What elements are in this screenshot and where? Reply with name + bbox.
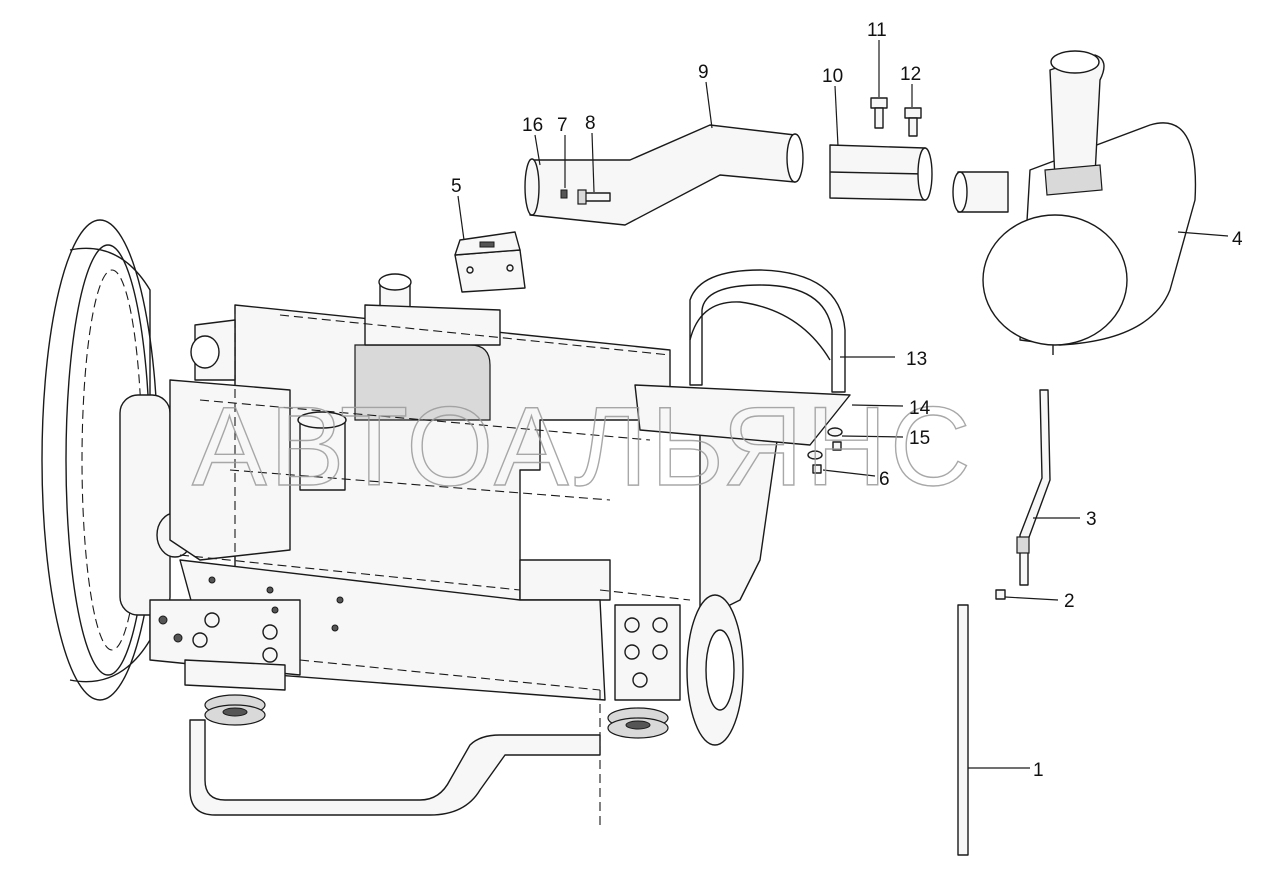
part-4-muffler bbox=[952, 50, 1229, 355]
part-11-bolt bbox=[870, 40, 888, 129]
callout-5: 5 bbox=[451, 176, 462, 197]
callout-7: 7 bbox=[557, 115, 568, 136]
callout-3: 3 bbox=[1086, 509, 1097, 530]
callout-13: 13 bbox=[906, 349, 927, 370]
callout-4: 4 bbox=[1232, 229, 1243, 250]
part-16-clamp bbox=[534, 134, 541, 166]
part-10-sleeve bbox=[829, 85, 933, 201]
callout-2: 2 bbox=[1064, 591, 1075, 612]
callout-14: 14 bbox=[909, 398, 931, 419]
callout-9: 9 bbox=[698, 62, 709, 83]
callout-12: 12 bbox=[900, 64, 921, 85]
lower-pipe bbox=[189, 719, 601, 816]
part-5-bracket bbox=[454, 195, 526, 293]
part-12-bolt bbox=[904, 84, 922, 137]
engine-mount-front bbox=[184, 659, 286, 726]
engine-block bbox=[149, 273, 691, 830]
callout-labels: 1 2 3 4 5 6 7 8 9 10 11 12 13 14 15 16 bbox=[451, 20, 1243, 781]
part-9-exhaust-pipe bbox=[524, 81, 804, 226]
part-13-u-clamp bbox=[689, 269, 895, 393]
part-1-rod bbox=[957, 604, 1030, 856]
part-7-nut bbox=[560, 135, 568, 199]
callout-1: 1 bbox=[1033, 760, 1044, 781]
part-2-nut bbox=[995, 589, 1059, 601]
callout-15: 15 bbox=[909, 428, 930, 449]
rear-support bbox=[614, 419, 781, 746]
part-14-plate bbox=[634, 384, 904, 446]
part-8-bolt bbox=[577, 132, 611, 205]
callout-6: 6 bbox=[879, 469, 890, 490]
part-6-nut bbox=[812, 441, 876, 477]
callout-11: 11 bbox=[867, 20, 887, 41]
callout-10: 10 bbox=[822, 66, 843, 87]
callout-16: 16 bbox=[522, 115, 543, 136]
watermark: АВТОАЛЬЯНС bbox=[192, 384, 974, 509]
part-15-washer bbox=[807, 427, 904, 460]
engine-mount-rear bbox=[607, 707, 669, 739]
callout-8: 8 bbox=[585, 113, 596, 134]
part-3-tube bbox=[1016, 389, 1080, 586]
